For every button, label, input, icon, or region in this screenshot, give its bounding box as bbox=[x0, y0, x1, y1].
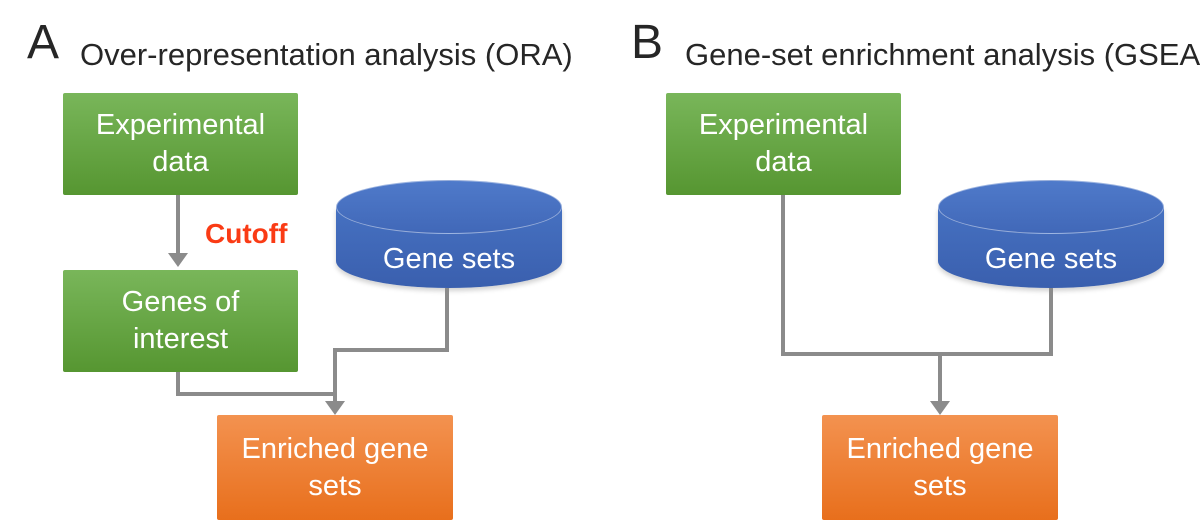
cutoff-arrowhead-icon bbox=[168, 253, 188, 267]
enriched-arrowhead-icon-gsea bbox=[930, 401, 950, 415]
genes-of-interest-line1: Genes of bbox=[121, 286, 240, 318]
connector-merge-vertical-ora bbox=[333, 348, 337, 402]
experimental-data-line2: data bbox=[755, 146, 812, 178]
connector-genes-horizontal bbox=[176, 392, 337, 396]
connector-merge-horizontal-gsea bbox=[781, 352, 1053, 356]
experimental-data-box-ora: Experimental data bbox=[63, 93, 298, 195]
genes-of-interest-box: Genes of interest bbox=[63, 270, 298, 372]
experimental-data-line1: Experimental bbox=[95, 109, 266, 141]
experimental-data-box-gsea: Experimental data bbox=[666, 93, 901, 195]
experimental-data-line1: Experimental bbox=[698, 109, 869, 141]
panel-letter-b: B bbox=[631, 16, 664, 69]
enriched-line1: Enriched gene bbox=[846, 432, 1034, 465]
enriched-line2: sets bbox=[308, 469, 362, 502]
cylinder-top-ellipse bbox=[336, 180, 562, 234]
experimental-data-line2: data bbox=[152, 146, 209, 178]
gene-sets-database-cylinder-gsea: Gene sets bbox=[938, 180, 1164, 288]
enriched-gene-sets-box-ora: Enriched gene sets bbox=[217, 415, 453, 520]
connector-cylinder-stub-ora bbox=[445, 288, 449, 352]
connector-cylinder-stub-gsea bbox=[1049, 288, 1053, 356]
cylinder-top-ellipse bbox=[938, 180, 1164, 234]
enriched-line1: Enriched gene bbox=[241, 432, 429, 465]
genes-of-interest-line2: interest bbox=[132, 323, 229, 355]
panel-title-ora: Over-representation analysis (ORA) bbox=[80, 37, 573, 72]
panel-title-gsea: Gene-set enrichment analysis (GSEA) bbox=[685, 37, 1200, 72]
enriched-gene-sets-box-gsea: Enriched gene sets bbox=[822, 415, 1058, 520]
connector-experimental-stub-gsea bbox=[781, 195, 785, 356]
gene-sets-label-ora: Gene sets bbox=[382, 242, 516, 275]
gene-sets-database-cylinder-ora: Gene sets bbox=[336, 180, 562, 288]
connector-cylinder-horizontal-ora bbox=[333, 348, 449, 352]
cutoff-arrow-line bbox=[176, 195, 180, 253]
panel-letter-a: A bbox=[27, 16, 60, 69]
connector-merge-vertical-gsea bbox=[938, 352, 942, 401]
connector-genes-stub bbox=[176, 372, 180, 394]
gene-sets-label-gsea: Gene sets bbox=[984, 242, 1118, 275]
enriched-line2: sets bbox=[913, 469, 967, 502]
cutoff-label: Cutoff bbox=[205, 218, 288, 249]
enriched-arrowhead-icon-ora bbox=[325, 401, 345, 415]
